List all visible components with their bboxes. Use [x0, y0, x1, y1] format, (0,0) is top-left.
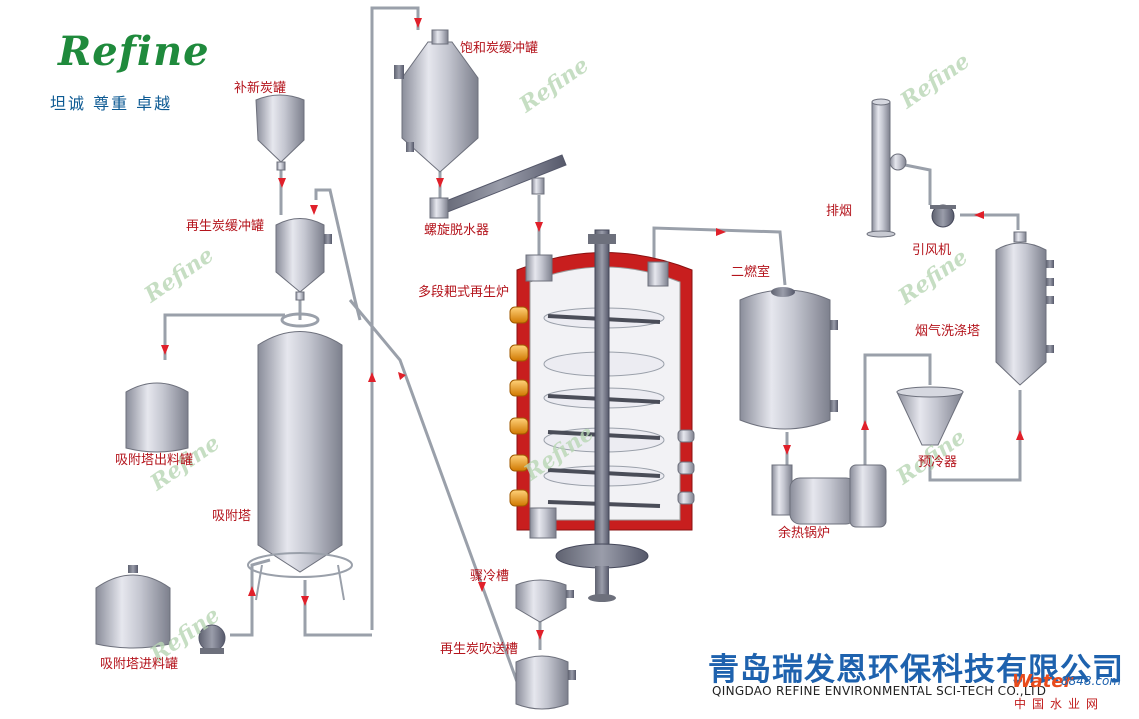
side-ports: [677, 429, 695, 505]
arrow: [278, 178, 286, 188]
label-scrubber: 烟气洗涤塔: [915, 324, 981, 339]
arrow: [861, 420, 869, 430]
adsorber-discharge-tank: [125, 382, 189, 453]
label-saturated-buffer: 饱和炭缓冲罐: [460, 41, 539, 56]
label-multi-hearth: 多段耙式再生炉: [418, 285, 510, 300]
adsorption-tower: [247, 312, 353, 601]
label-quench-tank: 骤冷槽: [470, 569, 510, 584]
arrow: [398, 372, 406, 380]
feed-pump: [198, 624, 226, 654]
arrow: [478, 582, 486, 592]
arrow: [436, 178, 444, 188]
screw-dewaterer: [429, 154, 567, 219]
arrow: [368, 372, 376, 382]
pipe-fan-to-stack: [904, 163, 932, 205]
waste-heat-boiler: [771, 464, 887, 528]
arrow: [301, 596, 309, 606]
precooler: [896, 386, 964, 446]
pipe-scrubber-to-fan: [960, 213, 1020, 230]
label-secondary-combustion: 二燃室: [731, 265, 771, 280]
arrow: [783, 445, 791, 455]
exhaust-stack: [866, 98, 907, 238]
company-name-en: QINGDAO REFINE ENVIRONMENTAL SCI-TECH CO…: [712, 684, 1047, 698]
label-makeup-tank: 补新炭罐: [234, 81, 287, 96]
central-shaft: [594, 229, 610, 561]
site-watermark-cn: 中国水业网: [1014, 697, 1105, 711]
flow-arrows: [161, 18, 1024, 640]
secondary-combustion-chamber: [739, 287, 838, 430]
label-adsorber-discharge: 吸附塔出料罐: [115, 453, 194, 468]
pipe-feed-to-adsorber: [230, 558, 271, 637]
label-screw-dewater: 螺旋脱水器: [424, 223, 490, 238]
arrow: [414, 18, 422, 28]
induced-draft-fan: [930, 204, 956, 228]
label-adsorber: 吸附塔: [212, 509, 252, 524]
pipe-boiler-to-precooler: [863, 353, 932, 465]
logo-slogan: 坦诚 尊重 卓越: [50, 94, 173, 113]
label-induced-fan: 引风机: [912, 243, 952, 258]
label-regen-buffer: 再生炭缓冲罐: [186, 219, 265, 234]
site-watermark-brand: Water: [1012, 671, 1073, 692]
saturated-carbon-buffer-tank: [394, 29, 479, 173]
label-adsorber-feed: 吸附塔进料罐: [100, 657, 179, 672]
quench-tank: [515, 579, 574, 623]
label-blow-tank: 再生炭吹送槽: [440, 642, 519, 657]
label-precooler: 预冷器: [918, 455, 958, 470]
arrow: [536, 630, 544, 640]
makeup-carbon-tank: [255, 94, 305, 171]
pipe-adsorber-bottom: [303, 580, 372, 637]
label-waste-heat-boiler: 余热锅炉: [778, 526, 831, 541]
arrow: [310, 205, 318, 215]
arrow: [161, 345, 169, 355]
adsorber-feed-tank: [95, 565, 171, 649]
arrow: [716, 228, 726, 236]
arrow: [974, 211, 984, 219]
flue-gas-scrubber: [995, 231, 1054, 386]
label-exhaust: 排烟: [826, 204, 853, 219]
arrow: [1016, 430, 1024, 440]
multi-hearth-furnace: [509, 229, 695, 602]
site-watermark-domain: 8848.com: [1061, 674, 1121, 688]
burners: [509, 306, 529, 507]
company-logo: Refine: [58, 28, 210, 75]
arrow: [248, 586, 256, 596]
company-name-cn: 青岛瑞发恩环保科技有限公司: [708, 652, 1124, 688]
pipe-diagonal-blow: [348, 299, 522, 691]
arrow: [535, 222, 543, 232]
regenerated-carbon-buffer-tank: [275, 218, 332, 301]
blow-tank: [515, 655, 576, 710]
